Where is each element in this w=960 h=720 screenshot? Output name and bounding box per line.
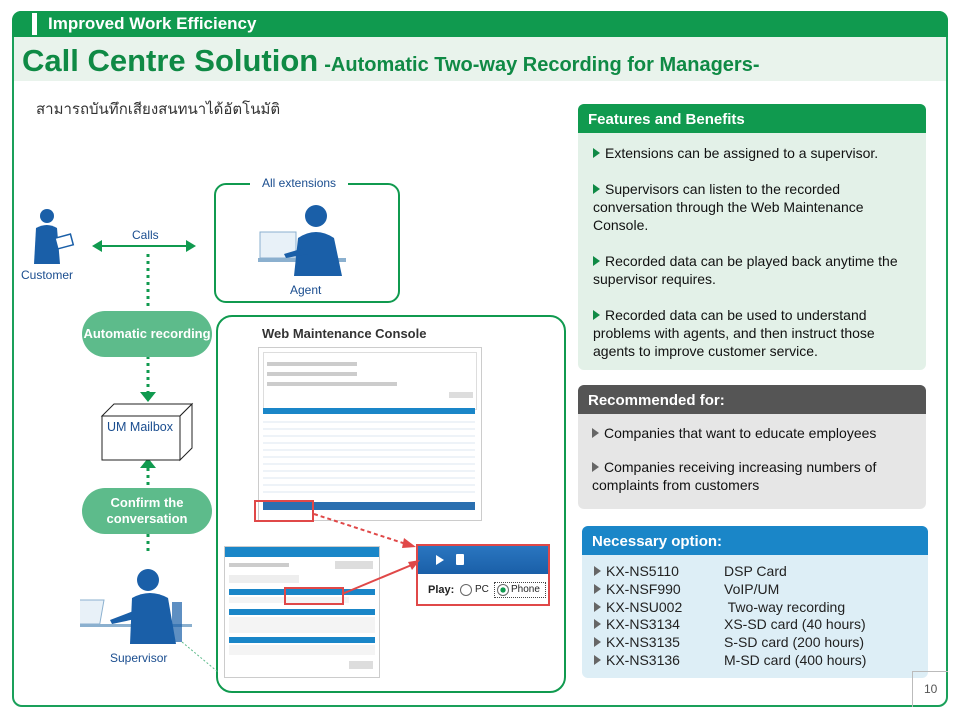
customer-label: Customer (21, 268, 74, 282)
feature-item: Supervisors can listen to the recorded c… (593, 181, 864, 233)
page-title: Call Centre Solution-Automatic Two-way R… (22, 43, 759, 79)
recommended-item: Companies that want to educate employees (592, 424, 918, 442)
recording-flow-line (140, 254, 156, 554)
play-icon[interactable] (436, 555, 444, 565)
play-zoom: Play: PC Phone (416, 544, 550, 606)
pc-radio[interactable] (460, 584, 472, 596)
trash-icon[interactable] (456, 554, 464, 565)
all-extensions-label: All extensions (250, 176, 349, 190)
feature-item: Extensions can be assigned to a supervis… (593, 144, 913, 162)
agent-label: Agent (290, 283, 322, 297)
zoom-arrow (313, 513, 416, 548)
play-label: Play: (428, 584, 455, 596)
phone-label: Phone (511, 584, 540, 595)
feature-item: Recorded data can be used to understand … (593, 307, 875, 359)
length-arrow (341, 560, 420, 595)
phone-radio[interactable] (497, 584, 509, 596)
play-highlight (254, 500, 314, 522)
features-list: Extensions can be assigned to a supervis… (593, 144, 913, 360)
calls-arrow (92, 240, 196, 252)
um-mailbox-label: UM Mailbox (107, 420, 173, 434)
section-header-bar (12, 11, 948, 37)
length-highlight (284, 587, 344, 605)
customer-icon (34, 209, 75, 264)
automatic-recording-pill: Automatic recording (82, 311, 212, 357)
agent-icon (258, 205, 346, 276)
page-number-box (912, 671, 948, 707)
supervisor-label: Supervisor (110, 651, 168, 665)
play-dialog-screenshot (224, 546, 380, 678)
calls-label: Calls (132, 228, 159, 242)
thai-caption: สามารถบันทึกเสียงสนทนาได้อัตโนมัติ (36, 100, 281, 118)
console-title: Web Maintenance Console (262, 326, 427, 341)
features-title: Features and Benefits (578, 104, 926, 133)
header-accent (32, 13, 37, 35)
pc-label: PC (475, 584, 489, 595)
um-mailbox-box (100, 402, 194, 462)
title-sub: -Automatic Two-way Recording for Manager… (324, 54, 760, 76)
supervisor-link-line (181, 641, 219, 673)
features-panel (578, 104, 926, 370)
confirm-conversation-pill: Confirm the conversation (82, 488, 212, 534)
options-title: Necessary option: (582, 526, 928, 555)
supervisor-icon (80, 569, 192, 644)
title-band (14, 37, 946, 81)
feature-item: Recorded data can be played back anytime… (593, 253, 898, 287)
page-number: 10 (924, 682, 938, 696)
console-screenshot (258, 347, 482, 521)
title-main: Call Centre Solution (22, 43, 319, 78)
console-box (216, 315, 566, 693)
recommended-item: Companies receiving increasing numbers o… (592, 459, 877, 493)
recommended-title: Recommended for: (578, 385, 926, 414)
section-title: Improved Work Efficiency (48, 14, 257, 33)
recommended-list: Companies that want to educate employees… (592, 424, 918, 494)
option-row: KX-NSU002 Two-way recording (594, 599, 920, 617)
